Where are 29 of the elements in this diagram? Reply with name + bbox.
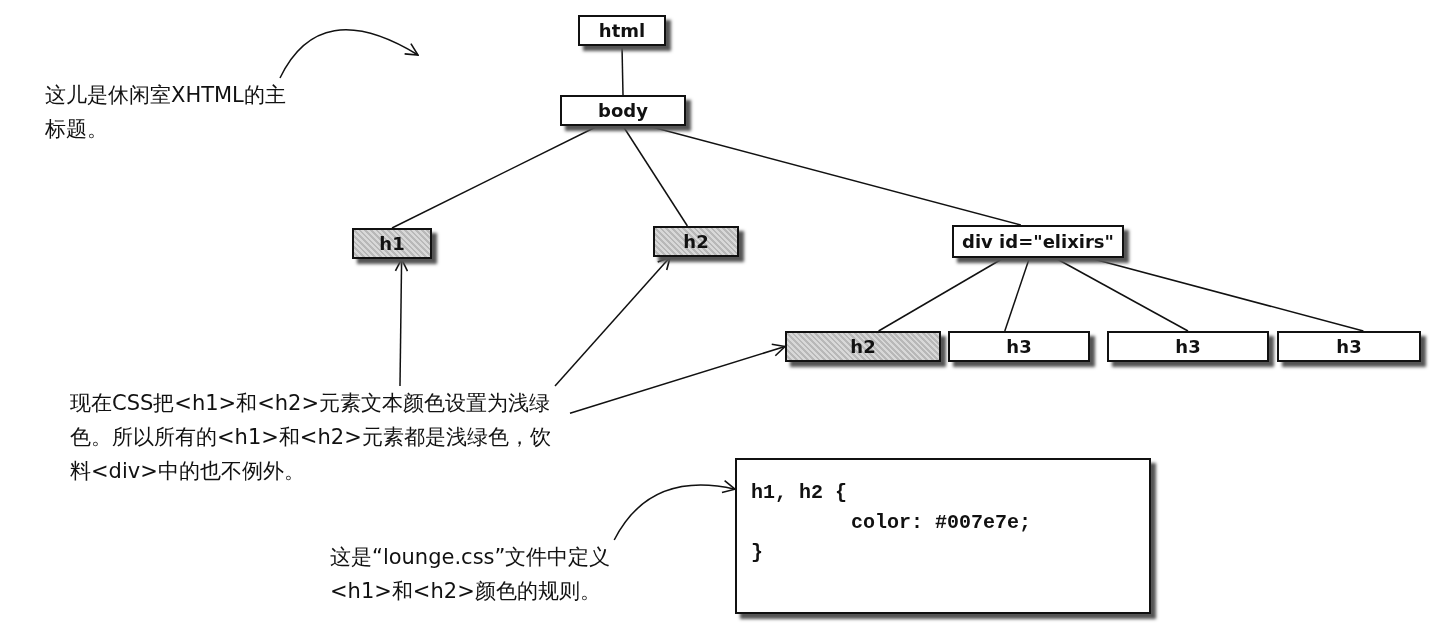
code-line: } <box>751 540 763 566</box>
element-box: h1 <box>352 228 432 259</box>
connector-line <box>1004 257 1031 332</box>
element-box: html <box>578 15 666 46</box>
element-box: h3 <box>948 331 1090 362</box>
annotation-text: 现在CSS把<h1>和<h2>元素文本颜色设置为浅绿色。所以所有的<h1>和<h2>元素都是浅绿色，饮料<div>中的也不例外。 <box>70 386 570 488</box>
code-line: h1, h2 { <box>751 480 847 506</box>
arrow <box>279 29 419 79</box>
connector-line <box>877 257 1005 332</box>
annotation-text: 这儿是休闲室XHTML的主标题。 <box>45 78 295 146</box>
element-box: h3 <box>1107 331 1269 362</box>
arrow <box>554 256 671 387</box>
element-box: body <box>560 95 686 126</box>
connector-line <box>391 125 599 229</box>
connector-line <box>1054 257 1189 332</box>
connector-line <box>621 45 624 96</box>
code-line: color: #007e7e; <box>851 510 1032 536</box>
element-box: h2 <box>785 331 941 362</box>
element-box: h2 <box>653 226 739 257</box>
code-box <box>735 458 1151 614</box>
connector-line <box>647 125 1022 226</box>
element-box: h3 <box>1277 331 1421 362</box>
arrow <box>569 343 786 415</box>
arrow <box>613 480 736 541</box>
connector-line <box>622 125 689 227</box>
annotation-text: 这是“lounge.css”文件中定义<h1>和<h2>颜色的规则。 <box>330 540 620 608</box>
connector-line <box>1088 257 1365 332</box>
element-box: div id="elixirs" <box>952 225 1124 258</box>
arrow <box>394 258 409 387</box>
